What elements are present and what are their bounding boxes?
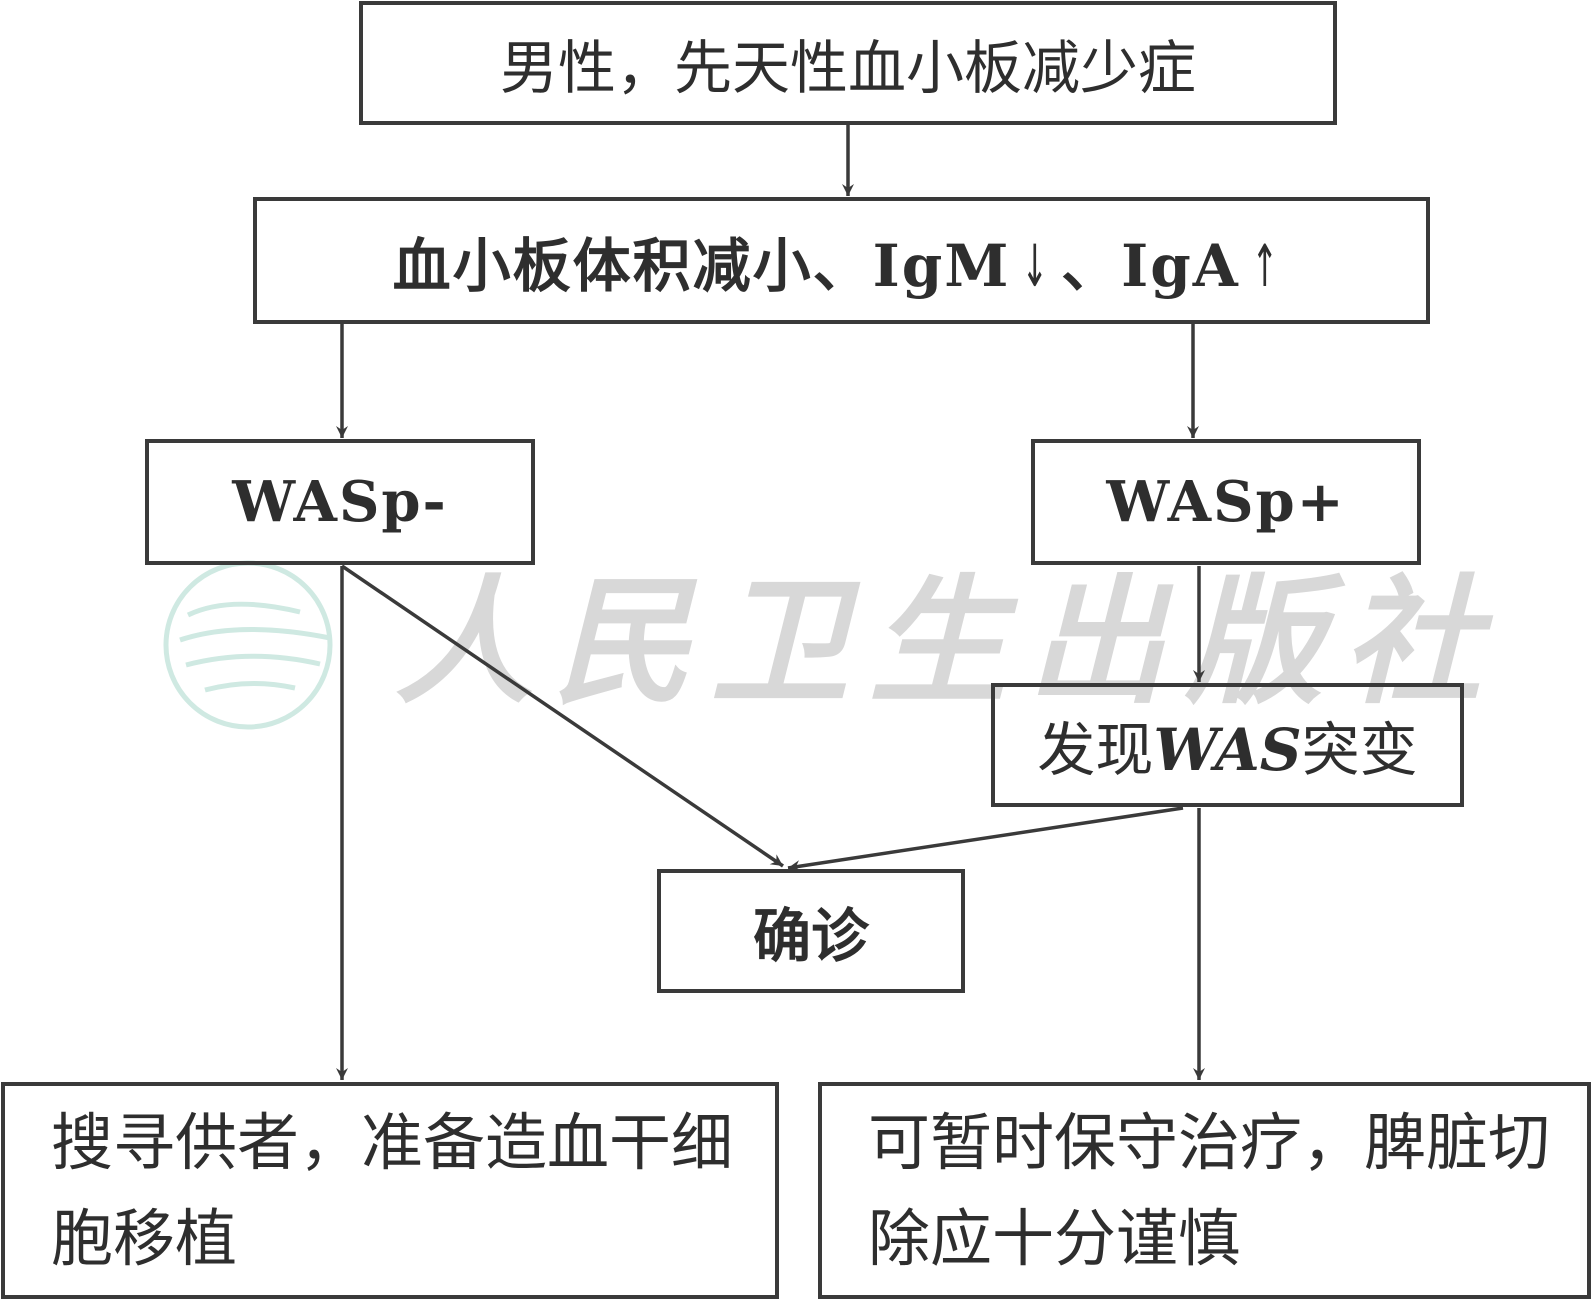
node-confirm-diagnosis: 确诊 — [657, 869, 965, 993]
node-wasp-positive: WASp+ — [1031, 439, 1421, 565]
mutation-prefix: 发现 — [1037, 716, 1154, 784]
lab-findings-text: 血小板体积减小、IgM — [392, 231, 1011, 300]
arrow-up-icon: ↑ — [1251, 231, 1280, 300]
node-lab-findings: 血小板体积减小、IgM↓、IgA↑ — [253, 197, 1430, 324]
node-conservative-treatment: 可暂时保守治疗，脾脏切除应十分谨慎 — [818, 1082, 1591, 1299]
mutation-gene-name: WAS — [1153, 716, 1302, 784]
arrow-wasp-neg-to-confirm — [341, 564, 784, 868]
node-confirm-diagnosis-label: 确诊 — [752, 902, 869, 970]
node-wasp-negative: WASp- — [145, 439, 535, 565]
node-transplant-label: 搜寻供者，准备造血干细胞移植 — [51, 1105, 734, 1275]
node-conservative-treatment-label: 可暂时保守治疗，脾脏切除应十分谨慎 — [868, 1105, 1551, 1275]
node-wasp-negative-label: WASp- — [232, 469, 448, 535]
node-start-label: 男性，先天性血小板减少症 — [499, 34, 1196, 102]
mutation-suffix: 突变 — [1301, 716, 1418, 784]
lab-findings-iga: 、IgA — [1061, 231, 1240, 300]
watermark-text: 人民卫生出版社 — [395, 560, 1501, 723]
node-was-mutation-label: 发现WAS突变 — [1037, 703, 1417, 787]
node-lab-findings-label: 血小板体积减小、IgM↓、IgA↑ — [393, 219, 1291, 303]
node-start: 男性，先天性血小板减少症 — [359, 1, 1337, 125]
arrow-mutation-to-confirm — [787, 806, 1184, 873]
node-was-mutation: 发现WAS突变 — [991, 683, 1464, 807]
arrow-down-icon: ↓ — [1021, 231, 1050, 300]
node-wasp-positive-label: WASp+ — [1106, 469, 1346, 535]
node-transplant: 搜寻供者，准备造血干细胞移植 — [1, 1082, 779, 1299]
